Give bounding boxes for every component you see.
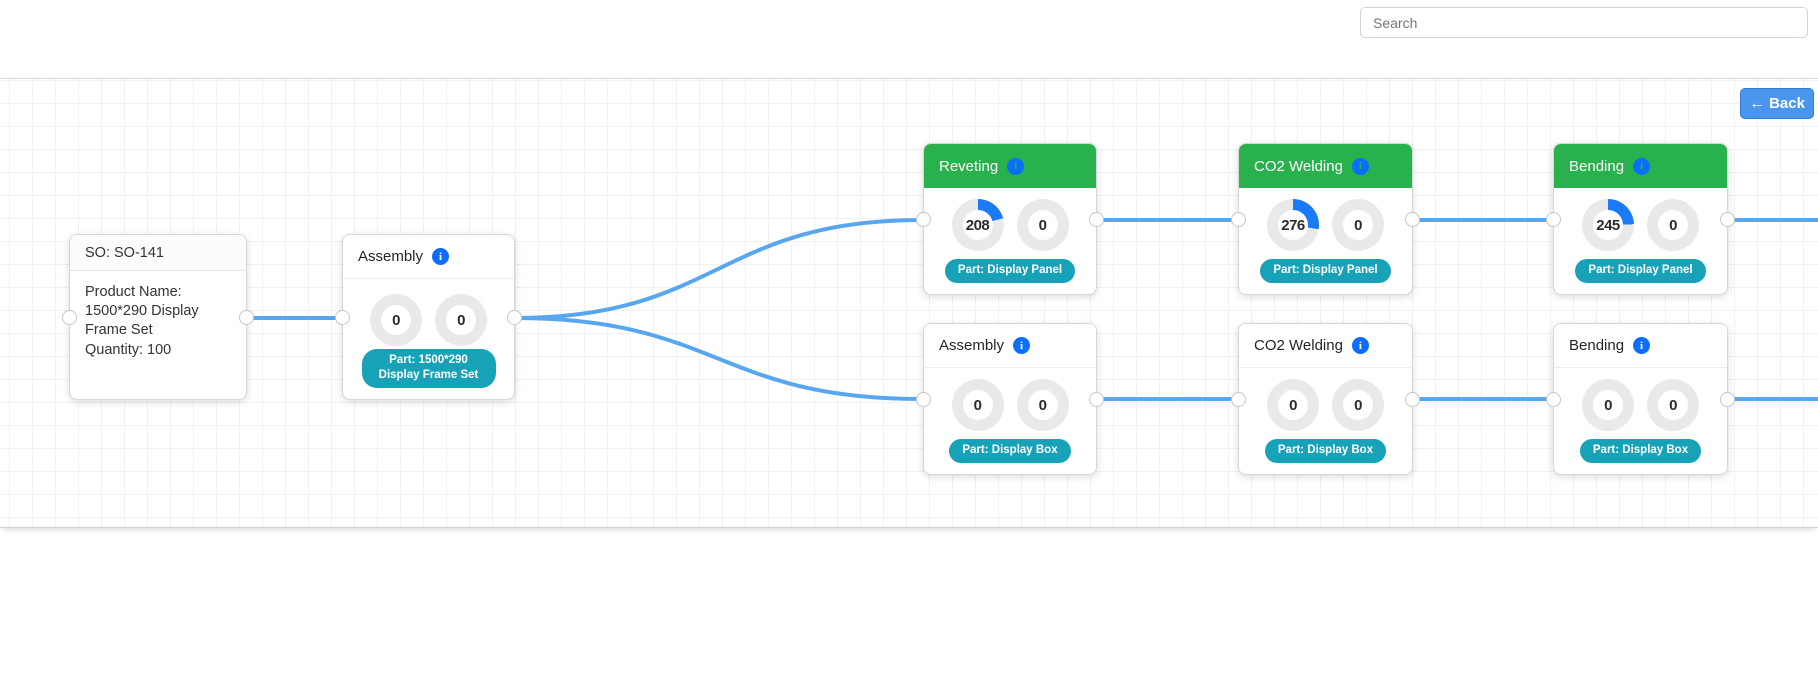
info-icon[interactable]: i [1351, 337, 1369, 354]
flow-canvas[interactable] [0, 78, 1818, 528]
node-title: Assembly [358, 248, 424, 265]
handle-right[interactable] [1720, 391, 1735, 407]
handle-right[interactable] [1089, 211, 1104, 227]
node-title: Bending [1569, 337, 1625, 354]
gauge-row: 0 0 [924, 379, 1096, 431]
gauge-row: 0 0 [343, 294, 514, 346]
info-icon[interactable]: i [1013, 337, 1031, 354]
search-input[interactable] [1360, 7, 1808, 38]
part-badge: Part: Display Panel [1575, 259, 1706, 283]
node-title: Reveting [939, 157, 999, 175]
info-icon[interactable]: i [1633, 337, 1651, 354]
gauge-value: 208 [962, 210, 993, 240]
process-node-co2-welding-1[interactable]: CO2 Welding i 276 0 Part: Display Panel [1231, 143, 1420, 295]
sales-order-title: SO: SO-141 [70, 235, 246, 271]
handle-left[interactable] [916, 211, 931, 227]
handle-left[interactable] [1231, 211, 1246, 227]
gauge-out: 0 [435, 294, 487, 346]
process-node-co2-welding-2[interactable]: CO2 Welding i 0 0 Part: Display Box [1231, 323, 1420, 475]
part-badge: Part: Display Box [1264, 439, 1387, 463]
handle-left[interactable] [1546, 211, 1561, 227]
handle-right[interactable] [1720, 211, 1735, 227]
gauge-in: 208 [951, 199, 1004, 251]
node-title: CO2 Welding [1254, 157, 1343, 175]
part-badge: Part: 1500*290 Display Frame Set [361, 348, 496, 388]
gauge-in: 0 [1267, 379, 1319, 431]
gauge-in: 245 [1582, 199, 1634, 251]
gauge-value: 0 [446, 305, 476, 335]
top-bar [0, 0, 1818, 78]
gauge-in: 276 [1267, 199, 1319, 251]
handle-right[interactable] [1089, 391, 1104, 407]
gauge-value: 0 [1278, 390, 1308, 420]
handle-right[interactable] [1405, 391, 1420, 407]
gauge-in: 0 [951, 379, 1004, 431]
gauge-value: 0 [962, 390, 993, 420]
part-badge: Part: Display Panel [1260, 259, 1391, 283]
node-header: Bending i [1554, 144, 1727, 188]
gauge-row: 208 0 [924, 199, 1096, 251]
gauge-row: 0 0 [1554, 379, 1727, 431]
process-node-bending-1[interactable]: Bending i 245 0 Part: Display Panel [1546, 143, 1735, 295]
gauge-row: 245 0 [1554, 199, 1727, 251]
gauge-out: 0 [1016, 199, 1069, 251]
product-name-text: Product Name: 1500*290 Display Frame Set [85, 284, 199, 339]
part-badge: Part: Display Box [949, 439, 1071, 463]
info-icon[interactable]: i [1633, 157, 1651, 175]
gauge-value: 245 [1593, 210, 1623, 240]
handle-left[interactable] [1231, 391, 1246, 407]
gauge-value: 0 [1027, 390, 1058, 420]
quantity-text: Quantity: 100 [85, 342, 172, 359]
info-icon[interactable]: i [1351, 157, 1369, 175]
process-node-assembly-2[interactable]: Assembly i 0 0 Part: Display Box [916, 323, 1104, 475]
gauge-value: 0 [1593, 390, 1623, 420]
gauge-value: 0 [1658, 210, 1688, 240]
gauge-value: 0 [381, 305, 411, 335]
gauge-out: 0 [1332, 379, 1384, 431]
gauge-value: 0 [1343, 210, 1373, 240]
node-header: Reveting i [924, 144, 1096, 188]
gauge-out: 0 [1016, 379, 1069, 431]
sales-order-body: Product Name: 1500*290 Display Frame Set… [70, 271, 246, 374]
part-badge: Part: Display Panel [944, 259, 1076, 283]
info-icon[interactable]: i [1007, 157, 1025, 175]
handle-left[interactable] [916, 391, 931, 407]
node-title: Bending [1569, 157, 1625, 175]
part-badge: Part: Display Box [1579, 439, 1702, 463]
gauge-row: 276 0 [1239, 199, 1412, 251]
handle-right[interactable] [507, 309, 522, 325]
gauge-out: 0 [1647, 199, 1699, 251]
handle-left[interactable] [62, 309, 77, 325]
gauge-value: 0 [1658, 390, 1688, 420]
process-node-reveting[interactable]: Reveting i 208 0 Part: Display Panel [916, 143, 1104, 295]
gauge-out: 0 [1332, 199, 1384, 251]
gauge-out: 0 [1647, 379, 1699, 431]
gauge-value: 0 [1027, 210, 1058, 240]
process-node-bending-2[interactable]: Bending i 0 0 Part: Display Box [1546, 323, 1735, 475]
arrow-left-icon: ← [1749, 94, 1766, 112]
node-header: Bending i [1554, 324, 1727, 368]
info-icon[interactable]: i [432, 248, 450, 265]
node-header: CO2 Welding i [1239, 324, 1412, 368]
gauge-row: 0 0 [1239, 379, 1412, 431]
gauge-in: 0 [1582, 379, 1634, 431]
node-title: CO2 Welding [1254, 337, 1343, 354]
handle-left[interactable] [335, 309, 350, 325]
handle-right[interactable] [1405, 211, 1420, 227]
gauge-in: 0 [370, 294, 422, 346]
node-header: Assembly i [343, 235, 514, 279]
gauge-value: 0 [1343, 390, 1373, 420]
gauge-value: 276 [1278, 210, 1308, 240]
sales-order-card[interactable]: SO: SO-141 Product Name: 1500*290 Displa… [62, 234, 254, 400]
process-node-assembly-1[interactable]: Assembly i 0 0 Part: 1500*290 Display Fr… [335, 234, 522, 400]
handle-left[interactable] [1546, 391, 1561, 407]
handle-right[interactable] [239, 309, 254, 325]
node-title: Assembly [939, 337, 1005, 354]
back-button[interactable]: ← Back [1740, 88, 1814, 119]
back-button-label: Back [1769, 95, 1805, 112]
node-header: Assembly i [924, 324, 1096, 368]
node-header: CO2 Welding i [1239, 144, 1412, 188]
